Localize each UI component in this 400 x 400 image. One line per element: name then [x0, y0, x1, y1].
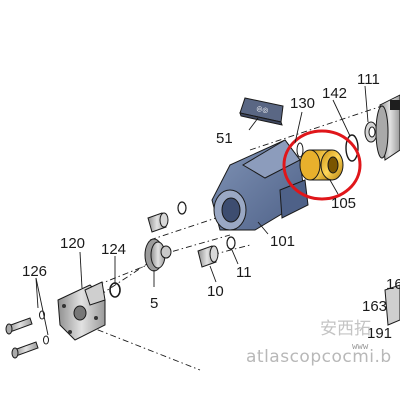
watermark-url: atlascopcocmi.b	[246, 347, 392, 367]
part-130-ring	[296, 142, 304, 158]
label-5: 5	[150, 295, 158, 312]
watermark: 安西拓 www atlascopcocmi.b	[246, 319, 392, 367]
part-120-plate	[57, 281, 106, 341]
part-101-housing	[211, 139, 309, 231]
watermark-chinese: 安西拓	[320, 319, 371, 339]
part-163-partial	[384, 284, 400, 326]
highlight-circle	[282, 129, 362, 201]
label-142: 142	[322, 85, 347, 102]
label-16: 16	[386, 276, 400, 293]
part-11-washer	[226, 236, 236, 250]
label-163: 163	[362, 298, 387, 315]
label-111: 111	[357, 71, 380, 88]
label-11: 11	[236, 264, 252, 281]
part-motor-assembly	[375, 94, 400, 161]
part-126-screws	[5, 310, 49, 359]
part-labels: 51 130 142 111 105 101 120 124 126 5 10 …	[22, 71, 400, 342]
label-51: 51	[216, 130, 233, 147]
leader-lines	[35, 85, 369, 336]
label-130: 130	[290, 95, 315, 112]
part-5-disk	[144, 238, 172, 272]
part-plug-upper	[147, 212, 169, 233]
label-124: 124	[101, 241, 126, 258]
screw-b	[11, 341, 39, 359]
part-105-bushing	[299, 149, 344, 181]
part-washer-upper	[177, 201, 187, 215]
part-142-o-ring	[345, 134, 359, 162]
label-126: 126	[22, 263, 47, 280]
label-120: 120	[60, 235, 85, 252]
label-105: 105	[331, 195, 356, 212]
screw-a	[5, 317, 33, 335]
label-191: 191	[367, 325, 392, 342]
nameplate-logo-icon: ◎◎	[256, 104, 270, 114]
watermark-www: www	[352, 342, 369, 352]
part-51-nameplate: ◎◎	[239, 97, 284, 126]
part-10-plug	[197, 245, 219, 268]
part-111-washer	[364, 121, 378, 143]
label-101: 101	[270, 233, 295, 250]
label-10: 10	[207, 283, 224, 300]
